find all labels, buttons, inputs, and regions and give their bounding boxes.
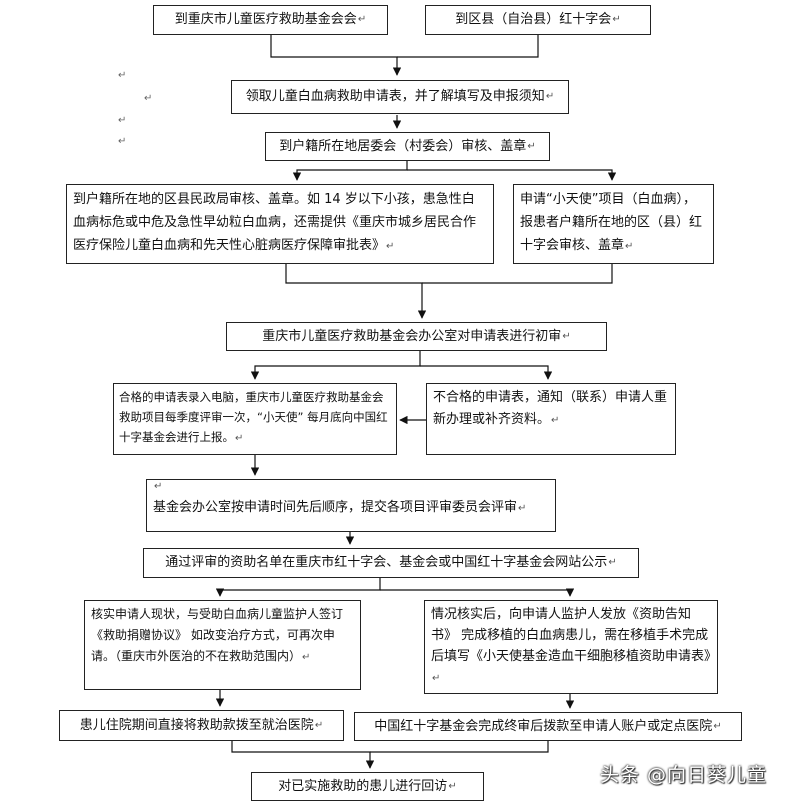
source-watermark: 头条 @向日葵儿童 (600, 764, 768, 786)
stray-return-mark: ↵ (118, 136, 127, 147)
return-mark: ↵ (357, 14, 367, 25)
step-label: 到户籍所在地居委会（村委会）审核、盖章 (279, 138, 527, 154)
step-pay-to-hospital: 患儿住院期间直接将救助款拨至就治医院↵ (59, 710, 344, 741)
stray-return-mark: ↵ (144, 93, 153, 104)
return-mark: ↵ (386, 241, 395, 252)
return-mark: ↵ (545, 91, 555, 102)
return-mark: ↵ (518, 503, 527, 514)
step-residence-committee-review: 到户籍所在地居委会（村委会）审核、盖章↵ (265, 132, 550, 161)
stray-return-mark: ↵ (118, 70, 127, 81)
return-mark: ↵ (302, 652, 311, 663)
return-mark: ↵ (551, 415, 560, 426)
step-label: 中国红十字基金会完成终审后拨款至申请人账户或定点医院 (374, 718, 713, 734)
step-label: 情况核实后，向申请人监护人发放《资助告知书》 完成移植的白血病患儿，需在移植手术… (431, 607, 718, 664)
step-little-angel-application: 申请“小天使”项目（白血病），报患者户籍所在地的区（县）红十字会审核、盖章↵ (513, 184, 714, 264)
return-mark: ↵ (432, 673, 441, 684)
step-label: 核实申请人现状，与受助白血病儿童监护人签订《救助捐赠协议》 如改变治疗方式，可再… (91, 607, 344, 663)
step-label: 到重庆市儿童医疗救助基金会会 (174, 12, 357, 27)
step-get-application-form: 领取儿童白血病救助申请表，并了解填写及申报须知↵ (231, 80, 569, 114)
return-mark: ↵ (314, 719, 324, 731)
step-follow-up-visit: 对已实施救助的患儿进行回访↵ (251, 772, 484, 801)
step-final-review-payment: 中国红十字基金会完成终审后拨款至申请人账户或定点医院↵ (354, 712, 742, 741)
step-chongqing-foundation: 到重庆市儿童医疗救助基金会会↵ (153, 5, 388, 35)
step-qualified-application: 合格的申请表录入电脑，重庆市儿童医疗救助基金会救助项目每季度评审一次，“小天使”… (113, 383, 397, 455)
step-unqualified-application: 不合格的申请表，通知（联系）申请人重新办理或补齐资料。↵ (426, 383, 676, 455)
step-civil-affairs-review: 到户籍所在地的区县民政局审核、盖章。如 14 岁以下小孩，患急性白血病标危或中危… (66, 184, 494, 264)
return-mark: ↵ (448, 780, 457, 792)
step-publicize-list: 通过评审的资助名单在重庆市红十字会、基金会或中国红十字基金会网站公示↵ (143, 548, 639, 578)
return-mark: ↵ (527, 140, 536, 152)
return-mark: ↵ (625, 241, 634, 252)
return-mark: ↵ (562, 330, 571, 342)
step-label: 领取儿童白血病救助申请表，并了解填写及申报须知 (245, 89, 545, 104)
return-mark: ↵ (235, 433, 244, 444)
step-verify-and-sign-agreement: 核实申请人现状，与受助白血病儿童监护人签订《救助捐赠协议》 如改变治疗方式，可再… (84, 600, 361, 690)
step-label: 通过评审的资助名单在重庆市红十字会、基金会或中国红十字基金会网站公示 (165, 555, 608, 570)
step-label: 到区县（自治县）红十字会 (455, 12, 612, 27)
step-label: 不合格的申请表，通知（联系）申请人重新办理或补齐资料。 (433, 390, 668, 427)
return-mark: ↵ (612, 14, 621, 25)
step-submit-committee-review: ↵ 基金会办公室按申请时间先后顺序，提交各项目评审委员会评审↵ (146, 479, 556, 532)
step-label: 合格的申请表录入电脑，重庆市儿童医疗救助基金会救助项目每季度评审一次，“小天使”… (119, 390, 388, 444)
step-label: 申请“小天使”项目（白血病），报患者户籍所在地的区（县）红十字会审核、盖章 (520, 192, 703, 253)
step-label: 患儿住院期间直接将救助款拨至就治医院 (79, 717, 314, 733)
step-label: 对已实施救助的患儿进行回访 (278, 778, 448, 794)
step-label: 到户籍所在地的区县民政局审核、盖章。如 14 岁以下小孩，患急性白血病标危或中危… (73, 192, 477, 253)
step-district-red-cross: 到区县（自治县）红十字会↵ (425, 5, 651, 35)
step-initial-review: 重庆市儿童医疗救助基金会办公室对申请表进行初审↵ (226, 322, 607, 351)
return-mark: ↵ (154, 481, 163, 492)
return-mark: ↵ (713, 720, 722, 732)
return-mark: ↵ (608, 557, 617, 568)
stray-return-mark: ↵ (118, 115, 127, 126)
step-label: 基金会办公室按申请时间先后顺序，提交各项目评审委员会评审 (153, 500, 518, 515)
step-label: 重庆市儿童医疗救助基金会办公室对申请表进行初审 (262, 328, 562, 344)
step-issue-funding-notice: 情况核实后，向申请人监护人发放《资助告知书》 完成移植的白血病患儿，需在移植手术… (424, 600, 718, 694)
